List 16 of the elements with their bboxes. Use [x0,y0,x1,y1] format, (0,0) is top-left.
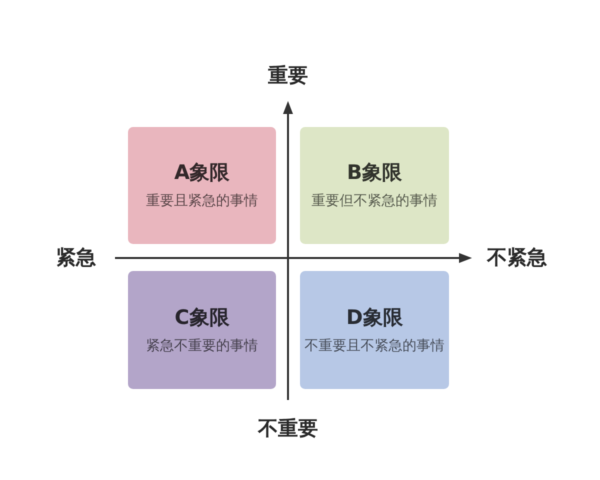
quadrant-description: 重要且紧急的事情 [146,193,258,210]
quadrant-description: 不重要且不紧急的事情 [304,338,444,354]
axis-label: 重要 [268,64,308,86]
axis-label: 紧急 [56,246,96,268]
axis-label: 不重要 [258,417,318,439]
quadrant-title: B象限 [346,161,402,184]
quadrant-title: A象限 [174,161,230,184]
quadrant-title: C象限 [174,306,230,328]
quadrant-title: D象限 [346,306,403,328]
quadrant-box [128,127,276,244]
quadrant-box [300,271,449,389]
quadrant-description: 重要但不紧急的事情 [312,193,438,210]
axis-label: 不紧急 [487,246,547,268]
quadrant-box [128,271,276,389]
quadrant-description: 紧急不重要的事情 [146,338,258,354]
quadrant-box [300,127,449,244]
